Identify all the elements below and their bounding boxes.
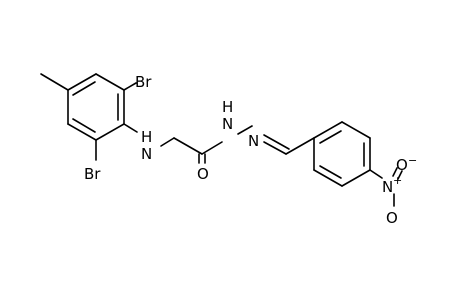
- nitro-o-top-bond-2: [397, 170, 403, 180]
- hydrazide-h-label: H: [222, 98, 233, 116]
- imine-n-label: N: [248, 132, 259, 150]
- amine-n-label: N: [141, 145, 152, 163]
- nitro-o-bottom-label: O: [386, 209, 398, 227]
- imine-bond-2: [263, 134, 290, 150]
- amine-h-label: H: [141, 128, 152, 146]
- amine-ch2-bond: [160, 137, 175, 147]
- nitro-o-top-label: O: [396, 156, 408, 174]
- methyl-bond: [40, 73, 69, 91]
- nitro-n-label: N: [382, 178, 393, 196]
- nitro-n-charge: +: [393, 174, 402, 187]
- carbonyl-o-label: O: [197, 165, 209, 183]
- nn-bond: [237, 125, 253, 135]
- nitro-o-charge: −: [408, 154, 417, 167]
- aryl-ring-left: [67, 73, 125, 141]
- ch-aryl-bond: [285, 137, 315, 155]
- bromine-bottom-label: Br: [84, 165, 101, 183]
- aryl-nitro-bond: [369, 169, 383, 179]
- carbonyl-nh-bond: [201, 141, 223, 155]
- aryl-ring-right: [313, 121, 371, 187]
- bromine-top-label: Br: [135, 73, 152, 91]
- imine-bond-1: [263, 141, 287, 155]
- aryl-amine-bond: [123, 123, 138, 133]
- ch2-carbonyl-bond: [173, 137, 203, 155]
- hydrazide-n-label: N: [222, 115, 233, 133]
- br-top-bond: [123, 82, 137, 91]
- nitro-o-top-bond-1: [392, 167, 398, 177]
